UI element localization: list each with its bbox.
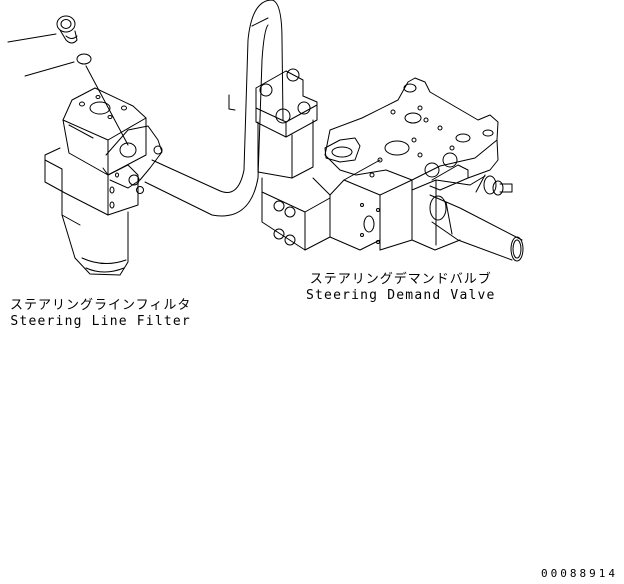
- plug-leader-line: [7, 33, 57, 43]
- filter-clamp-icon: [105, 125, 163, 194]
- valve-solenoid-icon: [475, 174, 513, 196]
- valve-top-plate-icon: [324, 77, 499, 191]
- filter-body-icon: [44, 87, 147, 276]
- oring-leader-line: [24, 61, 129, 146]
- valve-label-en: Steering Demand Valve: [306, 288, 496, 303]
- oring-icon: [76, 53, 92, 65]
- valve-upper-block-icon: [228, 68, 318, 179]
- valve-lower-body-icon: [379, 139, 499, 251]
- valve-manifold-icon: [261, 159, 413, 251]
- filter-label-en: Steering Line Filter: [10, 314, 191, 329]
- figure-number: 00088914: [541, 567, 618, 580]
- filter-label-jp: ステアリングラインフィルタ: [10, 298, 192, 313]
- valve-spool-tube-icon: [429, 194, 524, 262]
- hose-icon: [144, 0, 284, 217]
- filter-label: ステアリングラインフィルタ Steering Line Filter: [10, 298, 191, 330]
- plug-icon: [56, 15, 78, 44]
- valve-label-jp: ステアリングデマンドバルブ: [309, 272, 492, 287]
- valve-label: ステアリングデマンドバルブ Steering Demand Valve: [306, 272, 496, 304]
